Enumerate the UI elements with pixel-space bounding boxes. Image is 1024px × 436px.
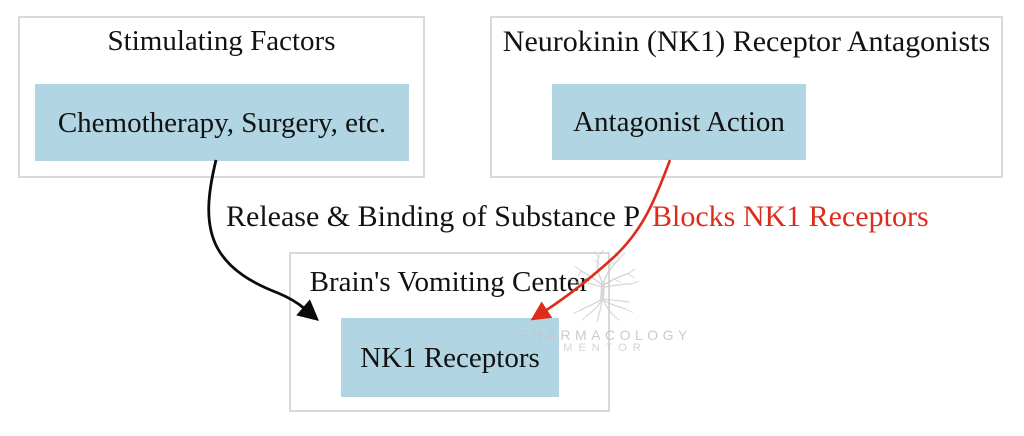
nk1-antagonists-box: Neurokinin (NK1) Receptor Antagonists An…: [490, 16, 1003, 178]
stimulating-factors-box: Stimulating Factors Chemotherapy, Surger…: [18, 16, 425, 178]
blocks-nk1-edge-label: Blocks NK1 Receptors: [652, 200, 929, 233]
vomiting-center-title: Brain's Vomiting Center: [309, 266, 590, 298]
vomiting-center-box: Brain's Vomiting Center NK1 Receptors: [289, 252, 610, 412]
stimulating-factors-title: Stimulating Factors: [107, 25, 336, 57]
antagonist-action-node: Antagonist Action: [552, 84, 806, 160]
substance-p-edge-label: Release & Binding of Substance P: [226, 200, 641, 233]
chemotherapy-surgery-node: Chemotherapy, Surgery, etc.: [35, 84, 409, 161]
nk1-receptors-node: NK1 Receptors: [341, 318, 559, 397]
nk1-antagonists-title: Neurokinin (NK1) Receptor Antagonists: [502, 25, 991, 58]
